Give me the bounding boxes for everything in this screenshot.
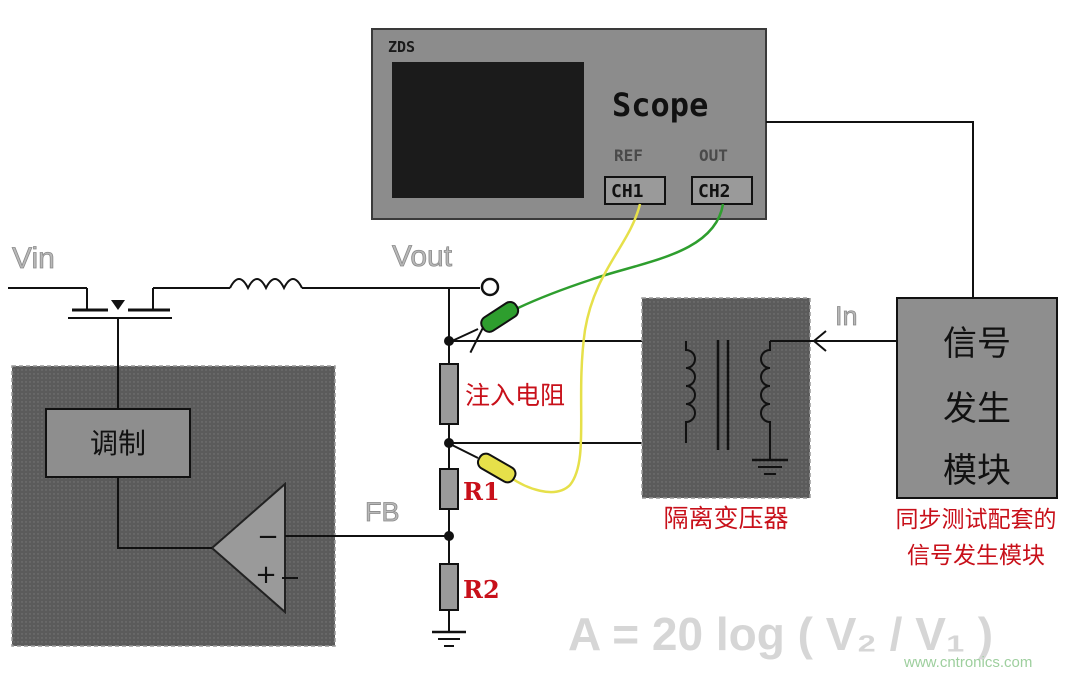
r2-label: R2 [463, 575, 500, 604]
opamp-plus-sign: + [255, 560, 277, 590]
signal-generator-block [896, 297, 1058, 499]
r1-resistor [439, 468, 459, 510]
modulation-label: 调制 [90, 427, 146, 460]
isolation-transformer-label: 隔离变压器 [663, 504, 788, 533]
ch1-probe[interactable] [475, 451, 518, 485]
fb-label: FB [365, 497, 400, 527]
ground-symbol-transformer [752, 458, 788, 475]
opamp-minus-sign: − [257, 522, 279, 552]
signal-gen-line2: 发生 [943, 389, 1011, 429]
r1-label: R1 [463, 477, 500, 506]
transformer-primary-coil [685, 341, 696, 443]
oscilloscope: ZDS Scope REF OUT CH1 CH2 [371, 28, 767, 220]
ref-label: REF [614, 146, 643, 165]
error-amplifier [210, 481, 286, 615]
vout-terminal[interactable] [480, 277, 500, 297]
fb-node [444, 531, 454, 541]
signal-gen-line1: 信号 [943, 324, 1011, 364]
inductor [229, 278, 303, 291]
gain-formula: A = 20 log ( V₂ / V₁ ) [568, 608, 993, 660]
out-label: OUT [699, 146, 728, 165]
ch1-label: CH1 [611, 181, 644, 202]
scope-brand: ZDS [388, 38, 415, 56]
isolation-transformer-panel [641, 297, 811, 499]
ch2-label: CH2 [698, 181, 731, 202]
scope-screen [392, 62, 584, 198]
vout-label: Vout [392, 240, 453, 273]
vin-label: Vin [12, 242, 55, 275]
ground-symbol-divider [432, 630, 466, 647]
transformer-secondary-coil [760, 341, 771, 460]
watermark: www.cntronics.com [903, 654, 1032, 671]
r2-resistor [439, 563, 459, 611]
scope-title: Scope [612, 86, 708, 124]
signal-gen-line3: 模块 [943, 451, 1011, 491]
mosfet-switch [68, 300, 172, 319]
injection-resistor [439, 363, 459, 425]
sync-caption-line1: 同步测试配套的 [896, 507, 1057, 533]
in-label: In [835, 301, 858, 331]
injection-resistor-label: 注入电阻 [465, 381, 565, 410]
scope-sync-wire [766, 121, 974, 298]
signal-arrow-icon [812, 330, 827, 352]
ch2-probe[interactable] [458, 299, 524, 354]
ch1-connector[interactable] [604, 176, 666, 205]
ch2-probe-cable [517, 203, 725, 310]
ch1-probe-cable [509, 203, 642, 494]
sync-caption-line2: 信号发生模块 [907, 543, 1045, 569]
